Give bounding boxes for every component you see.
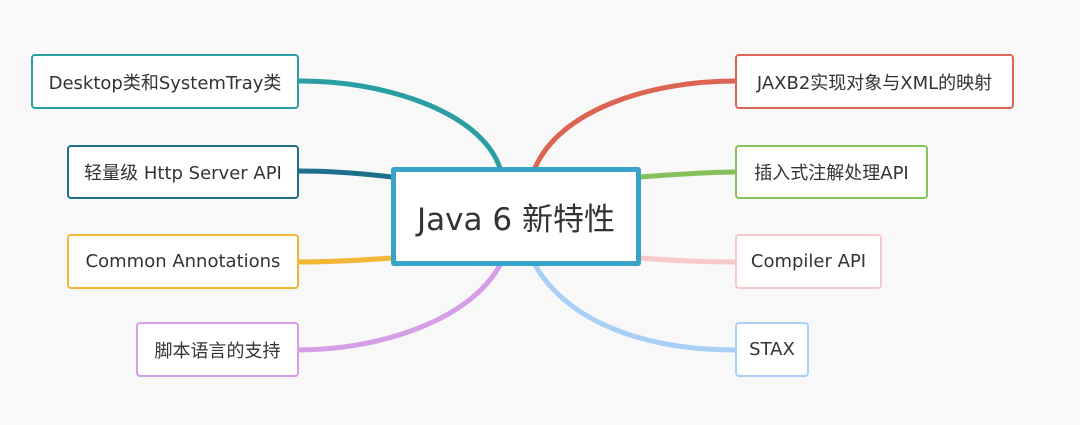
- central-topic[interactable]: Java 6 新特性: [391, 167, 641, 266]
- topic-jaxb2[interactable]: JAXB2实现对象与XML的映射: [735, 54, 1014, 109]
- topic-stax[interactable]: STAX: [735, 322, 809, 377]
- connector-desktop: [295, 78, 503, 171]
- topic-desktop-systemtray[interactable]: Desktop类和SystemTray类: [31, 54, 299, 109]
- topic-script-support[interactable]: 脚本语言的支持: [136, 322, 299, 377]
- connector-annotations: [295, 255, 395, 265]
- connector-annotation-processing: [637, 169, 738, 180]
- topic-compiler-api[interactable]: Compiler API: [735, 234, 882, 289]
- topic-annotation-processing-api[interactable]: 插入式注解处理API: [735, 145, 928, 199]
- connector-stax: [532, 262, 738, 353]
- connector-compiler: [637, 255, 738, 265]
- topic-http-server-api[interactable]: 轻量级 Http Server API: [67, 145, 299, 199]
- connector-script: [295, 262, 503, 353]
- topic-common-annotations[interactable]: Common Annotations: [67, 234, 299, 289]
- connector-http-server: [295, 168, 395, 180]
- connector-jaxb2: [532, 78, 738, 171]
